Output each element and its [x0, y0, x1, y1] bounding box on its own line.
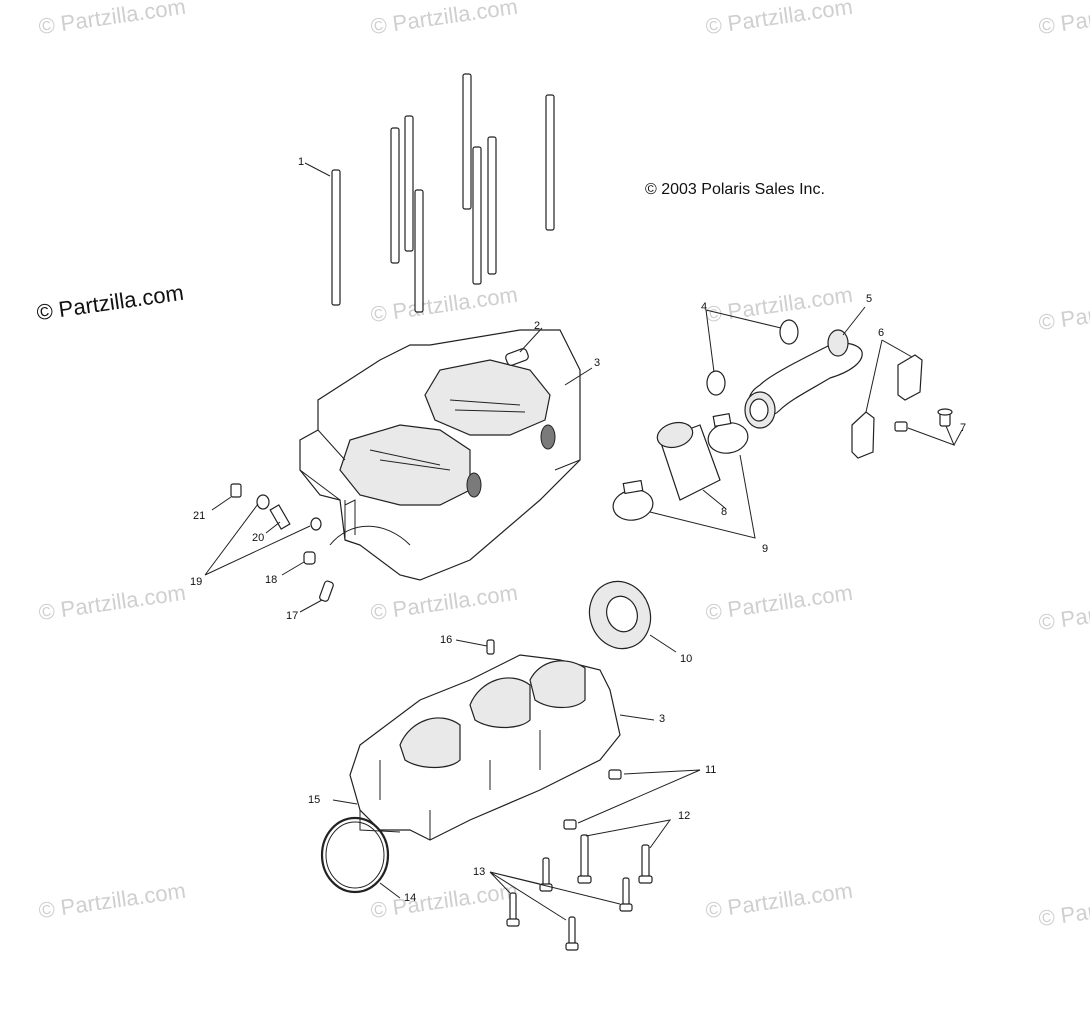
copyright-notice: © 2003 Polaris Sales Inc.: [645, 181, 825, 198]
callout-4: 4: [701, 301, 708, 313]
callout-17: 17: [286, 610, 299, 622]
lower-crankcase: [332, 639, 655, 841]
crank-seal: [588, 580, 677, 653]
callout-3-upper: 3: [594, 357, 601, 369]
callout-15: 15: [308, 794, 321, 806]
callout-20: 20: [252, 532, 265, 544]
callout-19: 19: [190, 576, 203, 588]
callout-6: 6: [878, 327, 885, 339]
callout-9: 9: [762, 543, 769, 555]
callout-8: 8: [721, 506, 728, 518]
cylinder-studs: [304, 73, 555, 313]
callout-2: 2: [534, 320, 541, 332]
coupler-and-clamps: [612, 412, 756, 539]
callout-11: 11: [705, 764, 717, 776]
callout-13: 13: [473, 866, 486, 878]
brackets-and-screws: [851, 339, 963, 459]
callout-1: 1: [298, 156, 305, 168]
callout-16: 16: [440, 634, 453, 646]
small-fasteners: [204, 483, 334, 613]
callout-18: 18: [265, 574, 278, 586]
callout-21: 21: [193, 510, 206, 522]
callout-14: 14: [404, 892, 417, 904]
callout-5: 5: [866, 293, 873, 305]
callout-12: 12: [678, 810, 691, 822]
callout-7: 7: [960, 422, 967, 434]
upper-crankcase: [299, 327, 593, 581]
callout-3-lower: 3: [659, 713, 666, 725]
crankcase-bolts: [489, 769, 701, 951]
callout-10: 10: [680, 653, 693, 665]
snap-ring: [320, 816, 401, 899]
water-hose-assembly: [705, 306, 866, 429]
